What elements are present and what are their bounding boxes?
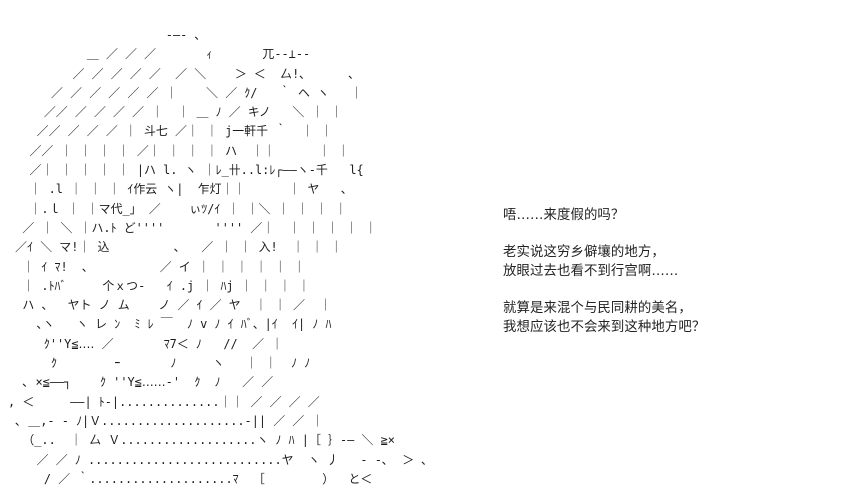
dialogue-paragraph-3: 就算是来混个与民同耕的美名， 我想应该也不会来到这种地方吧？ — [503, 300, 706, 336]
dialogue-paragraph-2: 老实说这穷乡僻壤的地方， 放眼过去也看不到行宫啊…… — [503, 244, 679, 280]
ascii-art-portrait: ‐―‐ ､ ＿ ／ ／ ／ ｨ 兀--⊥-‐ ／ ／ ／ ／ ／ ／ ＼ ＞ ＜… — [8, 28, 428, 486]
dialogue-text-block: 唔……来度假的吗？ 老实说这穷乡僻壤的地方， 放眼过去也看不到行宫啊…… 就算是… — [503, 206, 823, 338]
dialogue-paragraph-1: 唔……来度假的吗？ — [503, 208, 625, 223]
ascii-art-panel: ‐―‐ ､ ＿ ／ ／ ／ ｨ 兀--⊥-‐ ／ ／ ／ ／ ／ ／ ＼ ＞ ＜… — [8, 28, 428, 486]
